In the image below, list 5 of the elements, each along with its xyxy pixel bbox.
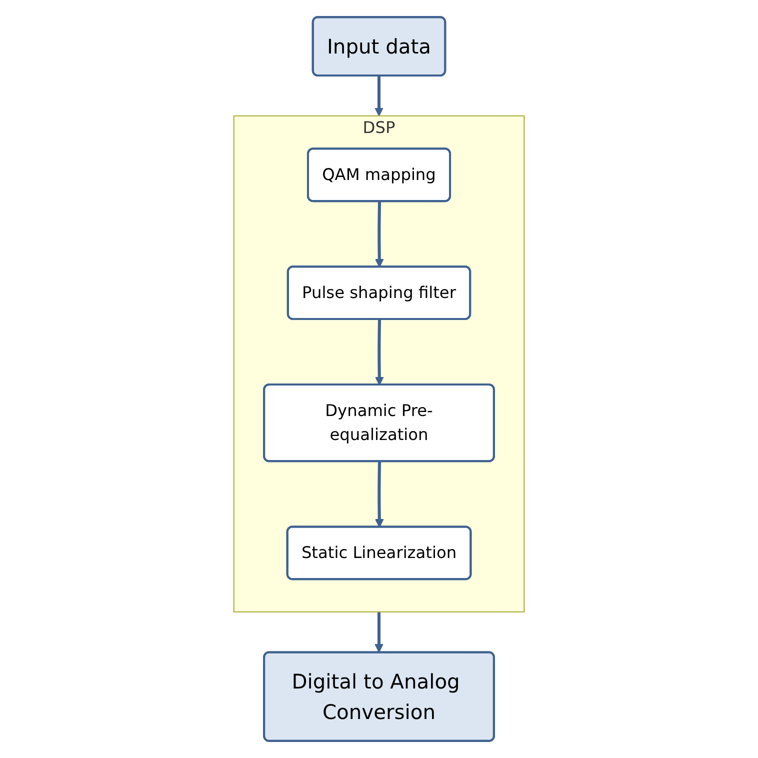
arrow [374, 202, 384, 268]
arrow [374, 612, 384, 653]
arrow [374, 76, 384, 116]
arrow [374, 462, 384, 528]
arrow [374, 320, 384, 386]
